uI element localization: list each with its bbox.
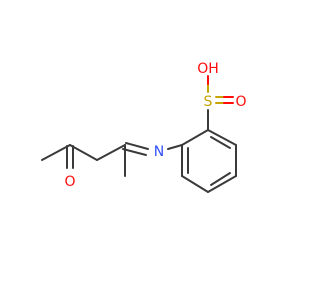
ring-bond-5 [181,175,209,193]
atom-sulfonyl-oxygen-right: O [235,94,246,110]
bond-imine-double-2 [122,148,147,156]
ring-inner-2 [210,172,231,186]
bond-group [41,109,237,193]
atom-sulfur: S [204,94,213,110]
ring-bond-1 [181,129,209,146]
atom-hydroxyl: OH [197,61,219,77]
molecule-diagram: O N S O OH [41,61,247,193]
hetero-bond-group [207,75,234,104]
bond-ch2-imine-carbon [96,144,126,161]
bond-methyl-carbonyl [41,144,71,161]
atom-imine-nitrogen: N [154,144,164,160]
bond-imine-double-1 [125,142,149,150]
atom-ketone-oxygen: O [64,174,75,190]
bond-n-ring [167,144,183,150]
bond-carbonyl-ch2 [69,144,98,161]
ring-bond-2 [207,129,237,146]
ring-bond-4 [207,175,237,193]
ring-inner-1 [210,136,231,149]
